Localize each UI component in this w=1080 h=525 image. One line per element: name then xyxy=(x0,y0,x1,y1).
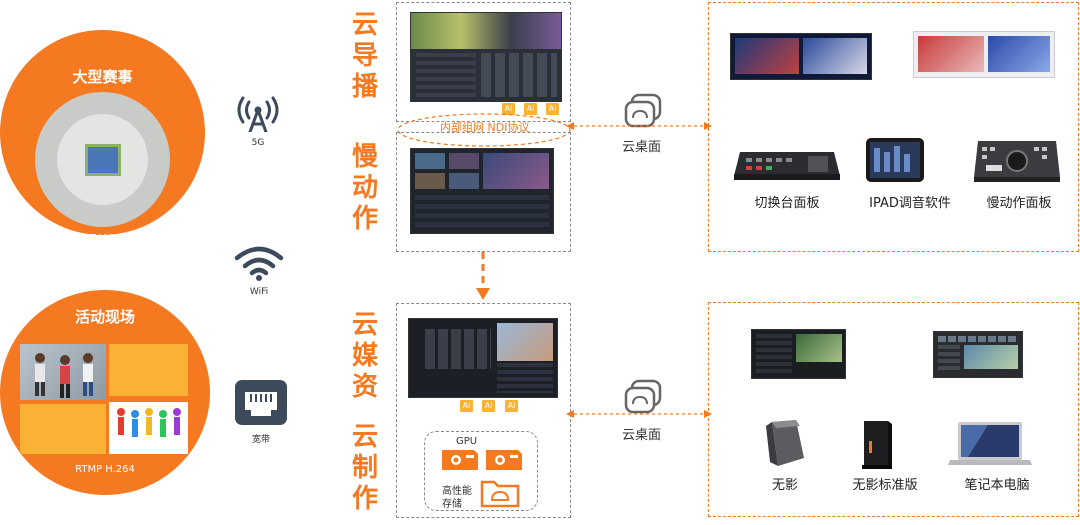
colorful-runners-icon xyxy=(117,408,181,437)
placeholder-box-2 xyxy=(20,404,106,454)
connector-line-bottom xyxy=(566,410,712,418)
bottom-devices-panel xyxy=(708,302,1079,517)
wifi-label: WiFi xyxy=(249,287,269,297)
laptop-device xyxy=(948,422,1032,465)
slow-motion-screenshot xyxy=(410,148,554,234)
cloud-desktop-label-bottom: 云桌面 xyxy=(622,428,662,443)
slow-motion-box xyxy=(396,132,571,252)
placeholder-box-1 xyxy=(109,344,188,396)
device-label-wuying-standard: 无影标准版 xyxy=(852,478,918,493)
switcher-screenshot-2 xyxy=(913,31,1055,78)
broadband-label: 宽带 xyxy=(251,435,270,445)
device-label-switcher: 切换台面板 xyxy=(754,196,820,211)
device-label-ipad: IPAD调音软件 xyxy=(869,196,951,211)
colorful-runners-graphic xyxy=(109,402,188,454)
cloud-directing-box xyxy=(396,2,571,122)
storage-folder-icon xyxy=(480,480,520,508)
cloud-desktop-label-top: 云桌面 xyxy=(622,140,662,155)
cloud-directing-title: 云导播 xyxy=(351,10,378,102)
top-devices-panel xyxy=(708,2,1079,252)
ai-badge-1: Ai xyxy=(502,103,515,115)
antenna-5g-icon xyxy=(237,96,279,132)
live-event-circle: 活动现场 RTMP H.264 xyxy=(0,290,210,495)
device-label-slowmo: 慢动作面板 xyxy=(986,196,1052,211)
slow-motion-panel-device xyxy=(974,141,1060,182)
slow-motion-title: 慢动作 xyxy=(351,142,378,234)
switcher-panel-device xyxy=(734,152,840,180)
ai-badge-2: Ai xyxy=(524,103,537,115)
cloud-desktop-icon-bottom xyxy=(624,379,662,414)
media-asset-screenshot xyxy=(408,318,558,398)
runners-photo xyxy=(20,344,106,400)
device-label-laptop: 笔记本电脑 xyxy=(964,478,1030,493)
gpu-card-icon-2 xyxy=(486,450,522,470)
big-event-title: 大型赛事 xyxy=(72,68,133,86)
big-event-protocol: SRT H.264 xyxy=(76,233,129,244)
internal-network-ellipse xyxy=(397,113,571,147)
wifi-icon xyxy=(234,246,284,281)
switcher-screenshot-1 xyxy=(730,33,872,80)
wuying-box-device xyxy=(766,420,804,466)
production-screenshot-1 xyxy=(751,329,846,379)
production-screenshot-2 xyxy=(933,331,1023,378)
ai-badge-6: Ai xyxy=(505,400,518,412)
tennis-court xyxy=(85,144,121,176)
ipad-device xyxy=(866,138,924,182)
storage-label-1: 高性能 xyxy=(442,486,472,497)
gpu-label: GPU xyxy=(456,436,478,447)
down-arrow xyxy=(476,252,490,300)
cloud-media-production-box xyxy=(396,303,571,518)
cloud-media-asset-title: 云媒资 xyxy=(351,310,378,402)
ethernet-port-icon xyxy=(235,380,287,425)
gpu-storage-box xyxy=(424,431,538,511)
internal-protocol-label: 内部组网 NDI协议 xyxy=(440,121,530,134)
cloud-desktop-icon-top xyxy=(624,93,662,128)
ai-badge-4: Ai xyxy=(460,400,473,412)
wuying-standard-device xyxy=(862,421,892,469)
directing-software-screenshot xyxy=(410,12,562,102)
live-event-title: 活动现场 xyxy=(74,308,135,326)
live-event-protocol: RTMP H.264 xyxy=(75,464,135,475)
ai-badge-3: Ai xyxy=(546,103,559,115)
cloud-production-title: 云制作 xyxy=(351,422,378,514)
stadium-image xyxy=(35,92,170,227)
device-label-wuying: 无影 xyxy=(771,478,798,493)
ai-badge-5: Ai xyxy=(482,400,495,412)
gpu-card-icon-1 xyxy=(442,450,478,470)
fiveg-label: 5G xyxy=(251,138,265,148)
runners-icon xyxy=(35,353,93,398)
connector-line-top xyxy=(566,122,712,130)
storage-label-2: 存储 xyxy=(442,499,462,510)
big-event-circle: 大型赛事 SRT H.264 xyxy=(0,30,205,244)
stadium-inner xyxy=(57,114,148,205)
